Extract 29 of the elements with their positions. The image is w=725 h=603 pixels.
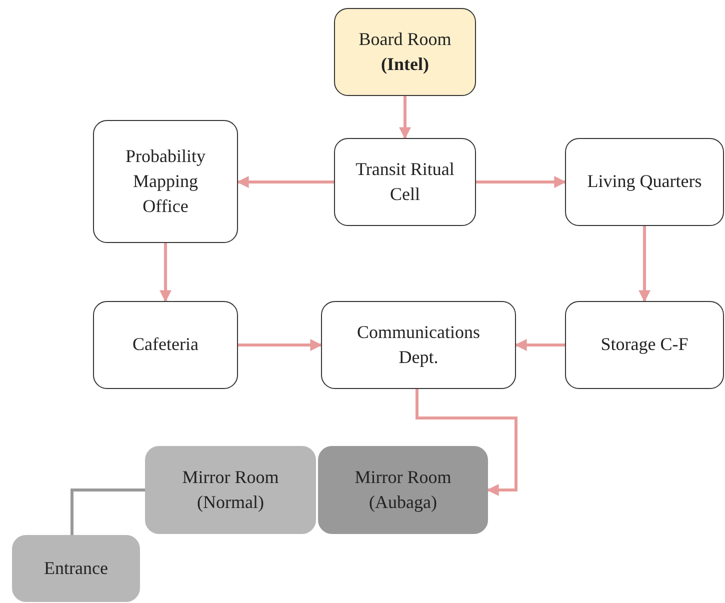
room-label: Transit Ritual Cell	[354, 158, 456, 206]
room-label: Cafeteria	[132, 333, 198, 356]
arrow	[236, 176, 334, 188]
room-box	[318, 446, 488, 534]
arrow	[399, 96, 411, 140]
room-label: Mirror Room (Normal)	[181, 466, 280, 514]
room-label: Living Quarters	[587, 170, 702, 194]
room-box	[12, 535, 140, 602]
connector-line	[70, 488, 145, 535]
room-label: Mirror Room (Aubaga)	[354, 466, 452, 514]
arrow	[476, 176, 566, 188]
room-box	[334, 8, 476, 96]
arrow	[238, 339, 322, 351]
room-box	[93, 120, 238, 243]
room-label: Entrance	[44, 556, 108, 580]
arrow	[160, 243, 172, 302]
room-label: Storage C-F	[600, 333, 688, 356]
room-label: Board Room (Intel)	[358, 28, 452, 76]
room-label: Probability Mapping Office	[124, 144, 206, 218]
room-box	[334, 138, 476, 226]
arrow	[416, 389, 518, 496]
arrow	[514, 339, 565, 351]
room-box	[565, 138, 724, 226]
room-box	[565, 301, 724, 389]
room-label: Communications Dept.	[356, 320, 481, 369]
room-box	[321, 301, 516, 389]
arrow	[638, 226, 650, 302]
room-box	[93, 301, 238, 389]
room-box	[145, 446, 316, 534]
